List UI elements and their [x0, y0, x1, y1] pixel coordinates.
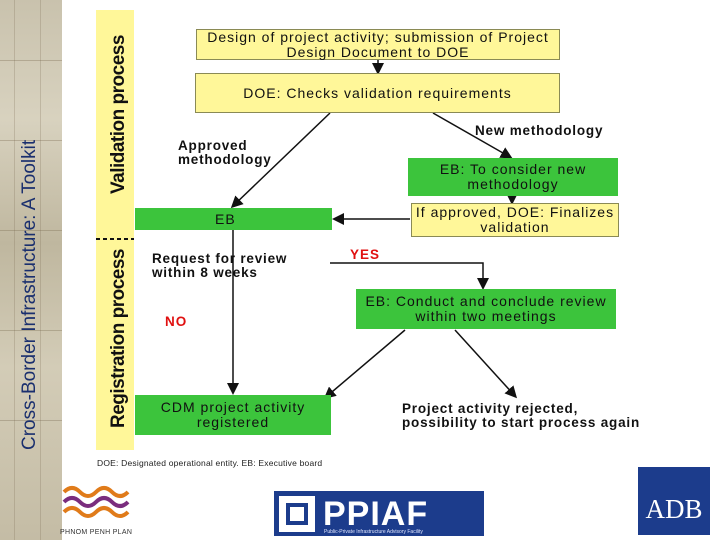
eb-conduct-review-box: EB: Conduct and conclude review within t…: [356, 289, 616, 329]
approved-methodology-label: Approved methodology: [178, 138, 272, 167]
ppiaf-logo: PPIAF Public-Private Infrastructure Advi…: [274, 491, 484, 536]
design-submission-box: Design of project activity; submission o…: [196, 29, 560, 60]
phnom-penh-plan-logo: PHNOM PENH PLAN: [60, 482, 138, 536]
doe-checks-box: DOE: Checks validation requirements: [195, 73, 560, 113]
adb-logo: ADB: [638, 467, 710, 535]
wave-logo-icon: [62, 486, 130, 518]
footnote: DOE: Designated operational entity. EB: …: [97, 458, 323, 468]
ppiaf-subtitle: Public-Private Infrastructure Advisory F…: [324, 529, 423, 535]
cdm-registered-box: CDM project activity registered: [135, 395, 331, 435]
request-review-label: Request for review within 8 weeks: [152, 251, 288, 280]
phase-band: [96, 10, 134, 450]
left-logo-caption: PHNOM PENH PLAN: [60, 529, 133, 536]
ppiaf-wordmark: PPIAF: [323, 494, 429, 533]
no-label: NO: [165, 314, 188, 329]
yes-label: YES: [350, 247, 381, 262]
ppiaf-mark-icon: [279, 495, 315, 532]
rejected-label: Project activity rejected, possibility t…: [402, 401, 641, 430]
doe-finalizes-validation-box: If approved, DOE: Finalizes validation: [411, 203, 619, 237]
eb-box: EB: [135, 208, 332, 230]
eb-consider-methodology-box: EB: To consider new methodology: [408, 158, 618, 196]
new-methodology-label: New methodology: [475, 123, 604, 138]
map-background-strip: [0, 0, 62, 540]
